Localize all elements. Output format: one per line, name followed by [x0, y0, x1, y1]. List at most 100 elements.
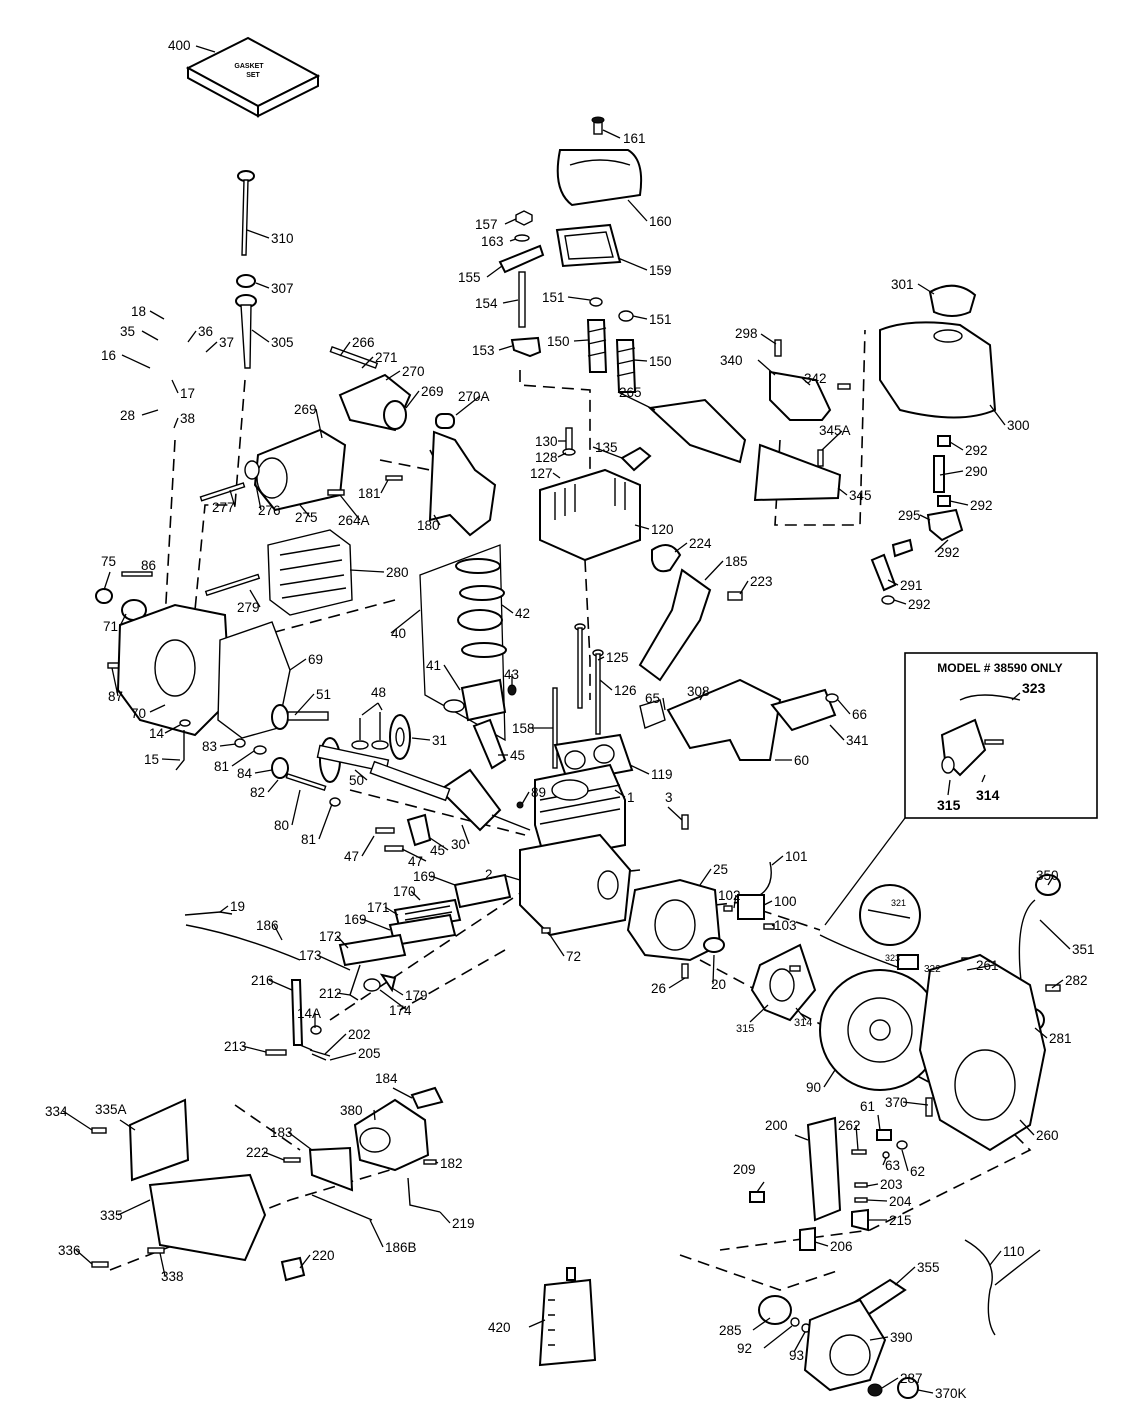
leader-line [443, 664, 461, 691]
leader-line [354, 769, 368, 781]
leader-line [336, 935, 349, 949]
callout-287: 287 [900, 1371, 923, 1386]
callout-60: 60 [794, 753, 809, 768]
leader-line [939, 470, 964, 476]
callout-19: 19 [230, 899, 245, 914]
leader-line [617, 391, 656, 411]
leader-line [989, 404, 1006, 426]
callout-61: 61 [860, 1099, 875, 1114]
callout-310: 310 [271, 231, 294, 246]
callout-130: 130 [535, 434, 558, 449]
leader-line [361, 835, 375, 857]
callout-16: 16 [101, 348, 116, 363]
leader-line [498, 345, 513, 351]
callout-119: 119 [651, 767, 673, 782]
callout-390: 390 [890, 1330, 913, 1345]
leader-line [521, 791, 530, 805]
callout-345A: 345A [819, 423, 851, 438]
leader-line [111, 667, 119, 697]
callout-125: 125 [606, 650, 629, 665]
leader-line [401, 848, 427, 862]
leader-line [392, 1087, 413, 1099]
leader-line [793, 1331, 806, 1353]
leader-line [430, 875, 456, 886]
callout-355: 355 [917, 1260, 940, 1275]
leader-line [318, 803, 333, 840]
callout-51: 51 [316, 687, 331, 702]
leader-line [795, 1007, 807, 1021]
leader-line [509, 238, 517, 242]
callout-216: 216 [251, 973, 274, 988]
leader-line [273, 924, 283, 941]
leader-line [602, 129, 621, 139]
camshaft-assembly [316, 712, 411, 783]
leader-line [263, 1151, 285, 1161]
callout-128: 128 [535, 450, 558, 465]
callout-265: 265 [619, 385, 642, 400]
fuel-tank [879, 284, 997, 419]
callout-158: 158 [512, 721, 535, 736]
callout-157: 157 [475, 217, 498, 232]
leader-line [149, 704, 166, 713]
callout-335A: 335A [95, 1102, 127, 1117]
callout-14: 14 [149, 726, 165, 741]
blower-guards [639, 678, 839, 761]
leader-line [712, 954, 715, 985]
callout-66: 66 [852, 707, 867, 722]
callout-298: 298 [735, 326, 758, 341]
leader-line [699, 690, 706, 701]
leader-line [339, 494, 361, 521]
callout-37: 37 [219, 335, 234, 350]
leader-line [161, 758, 181, 761]
leader-line [439, 1211, 451, 1224]
callout-209: 209 [733, 1162, 756, 1177]
blower-housing [918, 953, 1047, 1152]
leader-line [901, 1149, 909, 1172]
leader-line [149, 310, 165, 320]
leader-line [141, 330, 159, 341]
callout-75: 75 [101, 554, 116, 569]
callout-36: 36 [198, 324, 213, 339]
callout-292-c: 292 [937, 545, 960, 560]
governor-gear [175, 704, 329, 771]
leader-line [866, 1199, 888, 1202]
leader-line [141, 409, 159, 416]
callout-31: 31 [432, 733, 447, 748]
leader-line [934, 539, 949, 553]
leader-line [249, 589, 261, 608]
callout-279: 279 [237, 600, 260, 615]
callout-171: 171 [367, 900, 390, 915]
leader-line [567, 296, 591, 301]
callout-305: 305 [271, 335, 294, 350]
callout-135: 135 [595, 440, 618, 455]
cylinder-shield [327, 430, 497, 537]
leader-line [119, 1119, 136, 1131]
governor-shaft [234, 738, 341, 807]
callout-269-left: 269 [294, 402, 317, 417]
callout-163: 163 [481, 234, 504, 249]
callout-291: 291 [900, 578, 923, 593]
leader-line [617, 257, 648, 271]
leader-line [902, 1101, 929, 1106]
callout-345: 345 [849, 488, 872, 503]
callout-153: 153 [472, 343, 495, 358]
linkage-rods [184, 911, 373, 1221]
callout-150-right: 150 [649, 354, 672, 369]
crankcase-cover [95, 571, 291, 739]
leader-line [597, 656, 605, 661]
callout-179: 179 [405, 988, 428, 1003]
leader-line [361, 702, 379, 716]
leader-line [821, 430, 843, 451]
model-box-title: MODEL # 38590 ONLY [937, 661, 1062, 675]
callout-47-b: 47 [408, 854, 423, 869]
callout-285: 285 [719, 1323, 742, 1338]
leader-line [299, 504, 311, 518]
gasket-set-box: GASKET SET [185, 36, 321, 118]
callout-155: 155 [458, 270, 481, 285]
leader-line [629, 764, 650, 775]
leader-line [195, 45, 216, 53]
leader-line [316, 954, 351, 971]
callout-202: 202 [348, 1027, 371, 1042]
callout-101: 101 [785, 849, 808, 864]
